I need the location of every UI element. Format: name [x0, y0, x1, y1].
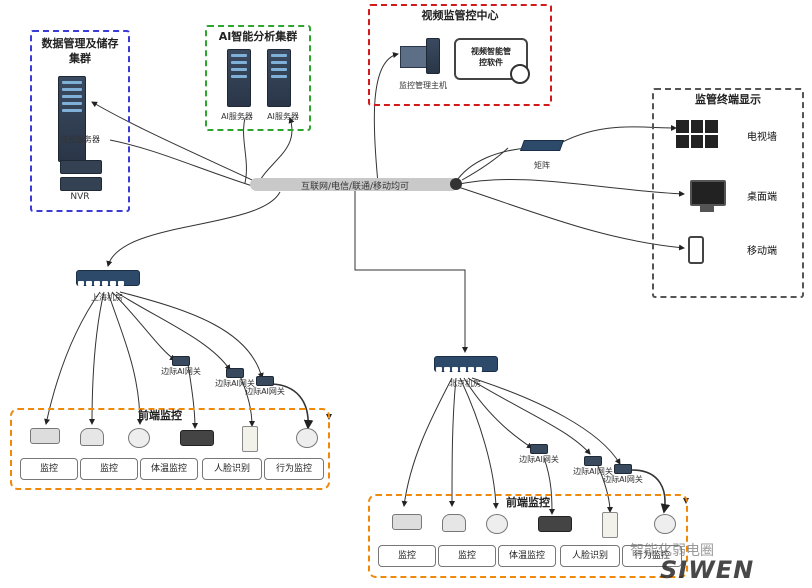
software-line2: 控软件 — [479, 58, 503, 67]
bj-cam-label-5: 行为监控 — [622, 545, 682, 567]
bj-cam-label-1: 监控 — [378, 545, 436, 567]
ai-title: AI智能分析集群 — [218, 30, 298, 43]
matrix-label: 矩阵 — [534, 161, 550, 170]
bus-end-node — [450, 178, 462, 190]
nvr-icon-2 — [60, 177, 102, 191]
tv-wall-label: 电视墙 — [747, 132, 777, 143]
nvr-icon — [60, 160, 102, 174]
sh-gateway-1-icon — [172, 356, 190, 372]
bj-camera-6-icon — [654, 514, 676, 534]
desktop-stand-icon — [700, 206, 714, 212]
ai-server-2-icon — [267, 49, 291, 107]
bj-room-label: 北京机房 — [449, 379, 481, 388]
sh-gateway-2-icon — [226, 368, 244, 384]
bj-cam-label-3: 体温监控 — [498, 545, 556, 567]
storage-title-line1: 数据管理及储存 — [41, 37, 119, 50]
software-line1: 视频智能管 — [471, 47, 511, 56]
bj-gateway-3-label: 边际AI网关 — [603, 475, 643, 484]
software-box: 视频智能管 控软件 — [454, 38, 528, 80]
sh-front-title: 前端监控 — [138, 409, 182, 422]
sh-cam-label-3: 体温监控 — [140, 458, 198, 480]
bj-camera-4-icon — [538, 516, 572, 532]
network-bus — [250, 178, 458, 191]
desktop-label: 桌面端 — [747, 192, 777, 203]
bj-camera-1-icon — [392, 514, 422, 530]
storage-title-line2: 集群 — [69, 52, 91, 65]
ai-server-1-icon — [227, 49, 251, 107]
sh-cam-label-2: 监控 — [80, 458, 138, 480]
bj-gateway-3-icon — [614, 464, 632, 480]
bj-gateway-2-label: 边际AI网关 — [573, 467, 613, 476]
sh-camera-2-icon — [80, 428, 104, 446]
sh-front-box — [10, 408, 330, 490]
tv-wall-icon — [676, 120, 718, 148]
bj-gateway-2-icon — [584, 456, 602, 472]
sh-camera-6-icon — [296, 428, 318, 448]
network-label: 互联网/电信/联通/移动均可 — [300, 182, 410, 192]
mobile-label: 移动端 — [747, 246, 777, 257]
sh-camera-4-icon — [180, 430, 214, 446]
bj-cam-label-4: 人脸识别 — [560, 545, 620, 567]
sh-room-label: 上海机房 — [91, 293, 123, 302]
storage-cluster: 数据管理及储存 集群 监控服务器 NVR — [30, 30, 130, 212]
sh-gateway-2-label: 边际AI网关 — [215, 379, 255, 388]
sh-camera-1-icon — [30, 428, 60, 444]
desktop-icon — [690, 180, 726, 206]
bj-cam-label-2: 监控 — [438, 545, 496, 567]
sh-cam-label-1: 监控 — [20, 458, 78, 480]
center-title: 视频监管控中心 — [421, 9, 499, 22]
storage-title: 数据管理及储存 集群 — [32, 36, 128, 66]
control-center: 视频监管控中心 监控管理主机 视频智能管 控软件 — [368, 4, 552, 106]
sh-switch-icon — [76, 270, 140, 286]
terminal-title: 监管终端显示 — [695, 93, 761, 106]
clock-icon — [510, 64, 530, 84]
host-label: 监控管理主机 — [399, 81, 447, 90]
bj-camera-3-icon — [486, 514, 508, 534]
ai-server-2-label: AI服务器 — [267, 112, 299, 121]
bj-gateway-1-label: 边际AI网关 — [519, 455, 559, 464]
mobile-icon — [688, 236, 704, 264]
bj-gateway-1-icon — [530, 444, 548, 460]
monitor-server-label: 监控服务器 — [60, 135, 100, 144]
sh-camera-5-icon — [242, 426, 258, 452]
sh-camera-3-icon — [128, 428, 150, 448]
terminal-display: 监管终端显示 电视墙 桌面端 移动端 — [652, 88, 804, 298]
bj-camera-2-icon — [442, 514, 466, 532]
ai-cluster: AI智能分析集群 AI服务器 AI服务器 — [205, 25, 311, 131]
sh-gateway-1-label: 边际AI网关 — [161, 367, 201, 376]
host-tower-icon — [426, 38, 440, 74]
sh-gateway-3-icon — [256, 376, 274, 392]
monitor-server-icon — [58, 76, 86, 162]
bj-front-box — [368, 494, 688, 578]
ai-server-1-label: AI服务器 — [221, 112, 253, 121]
bj-switch-icon — [434, 356, 498, 372]
matrix-icon — [519, 140, 565, 151]
sh-gateway-3-label: 边际AI网关 — [245, 387, 285, 396]
bj-front-title: 前端监控 — [506, 496, 550, 509]
sh-cam-label-5: 行为监控 — [264, 458, 324, 480]
host-monitor-icon — [400, 46, 428, 68]
sh-cam-label-4: 人脸识别 — [202, 458, 262, 480]
bj-camera-5-icon — [602, 512, 618, 538]
nvr-label: NVR — [70, 192, 90, 202]
